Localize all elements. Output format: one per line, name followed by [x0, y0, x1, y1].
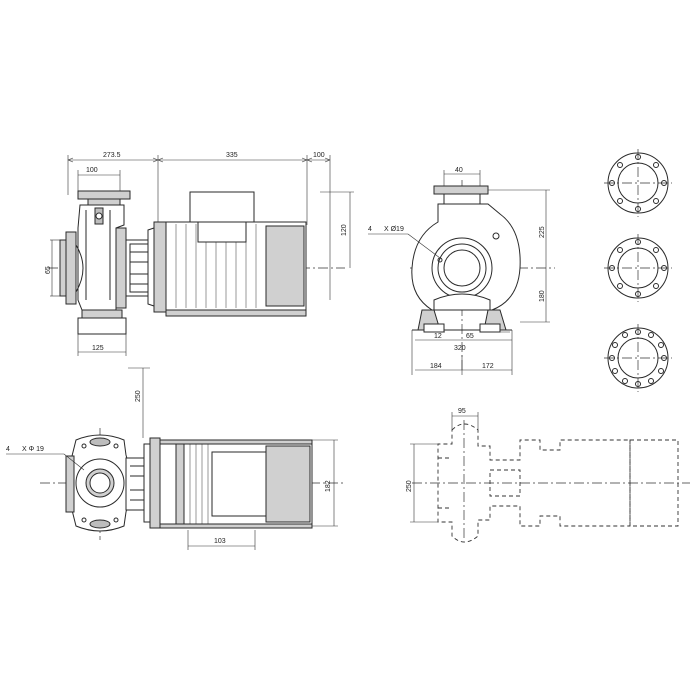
- side-dim-upper-height-label: 225: [539, 226, 546, 238]
- side-dim-total-width-label: 320: [454, 345, 466, 352]
- side-view: 40 4 X Ø19 225 180 12 65 320 184 172: [368, 167, 555, 375]
- dim-inlet-dia-label: 65: [45, 266, 52, 274]
- side-dim-foot-spacing-label: 65: [466, 333, 474, 340]
- outline-dim-height-label: 250: [406, 480, 413, 492]
- front-view: 273.5 100 335 100 120 65 125: [45, 152, 354, 356]
- side-dim-right-half-label: 172: [482, 363, 494, 370]
- top-bolt-count-label: 4: [6, 446, 10, 453]
- dim-motor-label: 335: [226, 152, 238, 159]
- side-dim-left-half-label: 184: [430, 363, 442, 370]
- dim-flange-inlet-label: 100: [86, 167, 98, 174]
- side-dim-foot-small-label: 12: [434, 333, 442, 340]
- dim-total-left-label: 273.5: [103, 152, 121, 159]
- flange-views: [604, 149, 672, 392]
- top-bolt-symbol-label: X Φ 19: [22, 446, 44, 453]
- top-dim-height-right-label: 182: [325, 480, 332, 492]
- outline-view: 95 250: [406, 408, 690, 543]
- flange-12-hole: [604, 324, 672, 392]
- side-bolt-count-label: 4: [368, 226, 372, 233]
- side-dim-lower-height-label: 180: [539, 290, 546, 302]
- dim-base-label: 125: [92, 345, 104, 352]
- side-dim-outlet-label: 40: [455, 167, 463, 174]
- outline-dim-width-label: 95: [458, 408, 466, 415]
- side-bolt-symbol-label: X Ø19: [384, 226, 404, 233]
- top-dim-motor-base-label: 103: [214, 538, 226, 545]
- top-dim-vertical-label: 250: [135, 390, 142, 402]
- flange-8-hole: [604, 234, 672, 302]
- dim-end-label: 100: [313, 152, 325, 159]
- dim-height-right-label: 120: [341, 224, 348, 236]
- flange-4-hole: [604, 149, 672, 217]
- top-view: 250 4 X Φ 19 182 103: [6, 367, 345, 550]
